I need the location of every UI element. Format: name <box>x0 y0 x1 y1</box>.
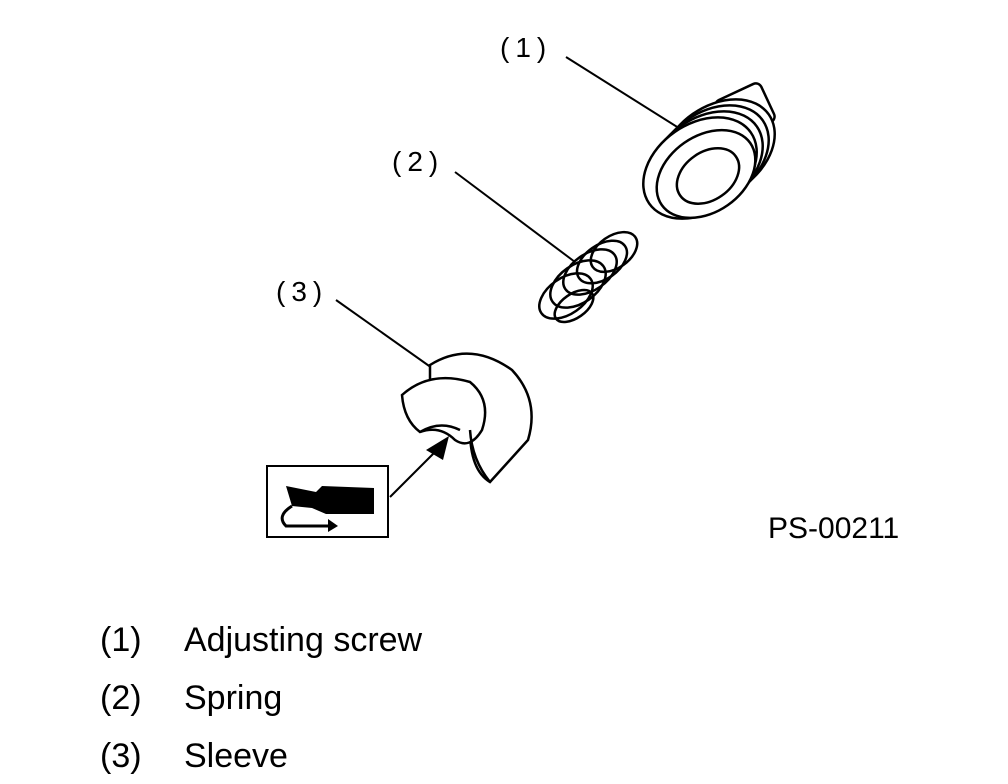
legend-item: (2) Spring <box>100 676 422 734</box>
legend-label: Sleeve <box>184 737 288 775</box>
legend-number: (2) <box>100 679 142 717</box>
callout-3: (3) <box>276 276 329 307</box>
adjusting-screw-part <box>642 82 776 220</box>
spring-part <box>538 230 639 324</box>
legend-label: Adjusting screw <box>184 621 423 659</box>
figure-code: PS-00211 <box>768 512 900 545</box>
callout-2: (2) <box>392 146 445 177</box>
leader-line-1 <box>565 56 683 131</box>
legend-item: (1) Adjusting screw <box>100 618 422 676</box>
legend-number: (1) <box>100 621 142 659</box>
leader-line-2 <box>454 171 576 263</box>
grease-application-icon <box>266 436 449 538</box>
legend-label: Spring <box>184 679 283 717</box>
sleeve-part <box>400 352 533 484</box>
callout-1: (1) <box>500 32 553 63</box>
legend-item: (3) Sleeve <box>100 734 422 784</box>
leader-line-3 <box>335 299 433 369</box>
parts-legend: (1) Adjusting screw (2) Spring (3) Sleeve <box>100 618 422 784</box>
legend-number: (3) <box>100 737 142 775</box>
